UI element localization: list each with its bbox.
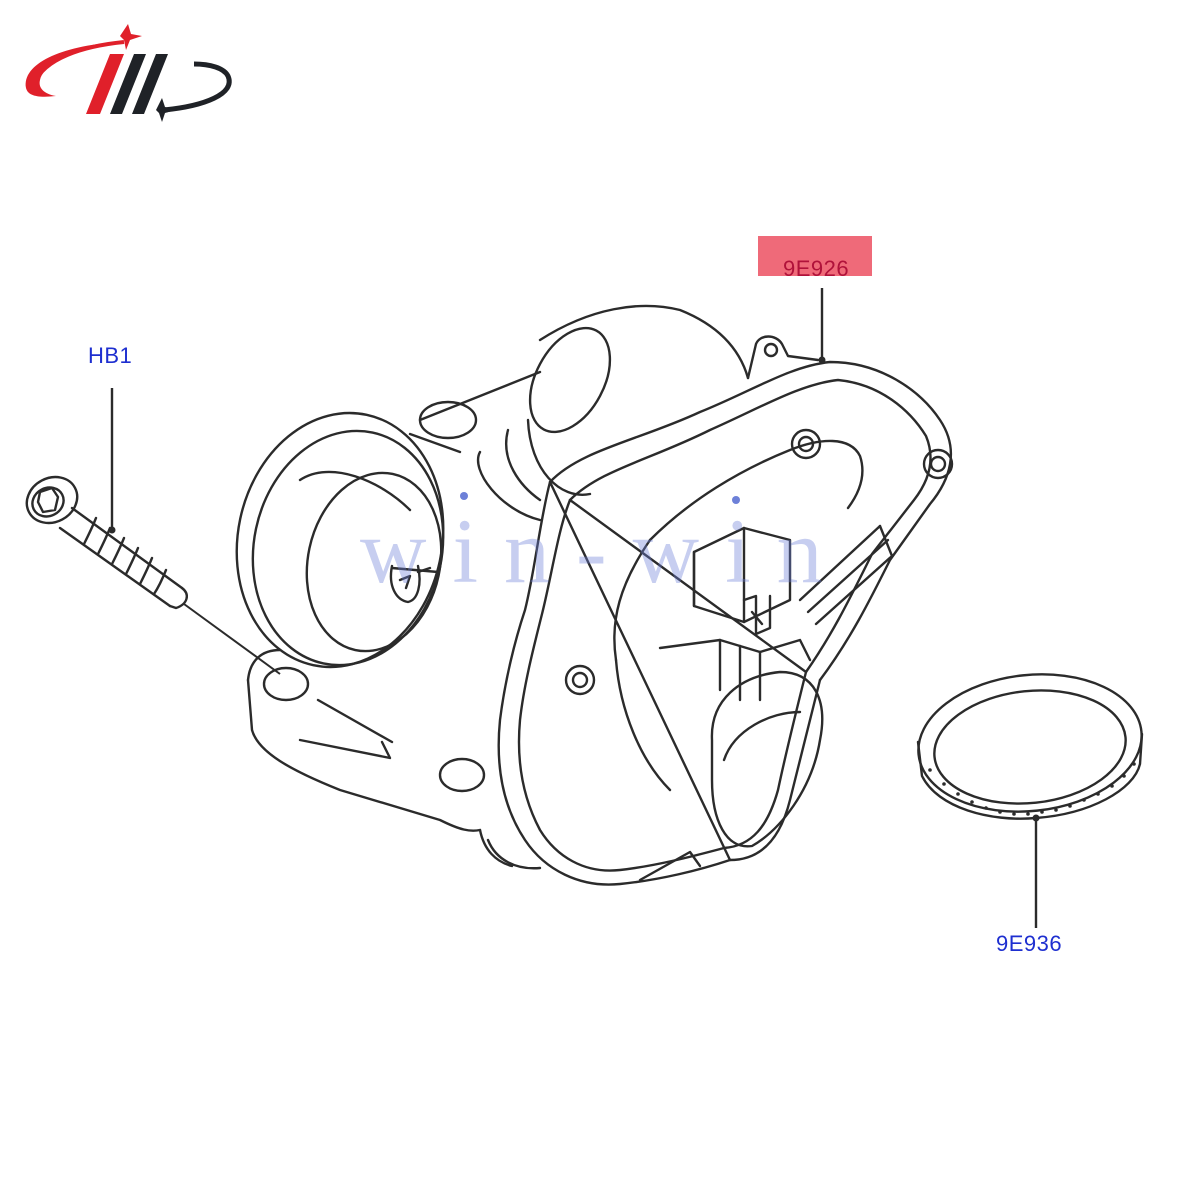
watermark-text: win-win	[360, 500, 849, 602]
torx-bolt-icon	[25, 475, 188, 610]
callout-9e936[interactable]: 9E936	[996, 931, 1063, 956]
leader-bolt-to-hole	[183, 603, 281, 675]
part-highlight-box	[758, 236, 872, 276]
callout-9e926[interactable]: 9E926	[783, 256, 850, 281]
gasket-ring-icon	[916, 673, 1144, 820]
callout-hb1[interactable]: HB1	[88, 343, 133, 368]
throttle-body-icon	[235, 304, 954, 886]
brand-logo-icon	[25, 24, 232, 122]
